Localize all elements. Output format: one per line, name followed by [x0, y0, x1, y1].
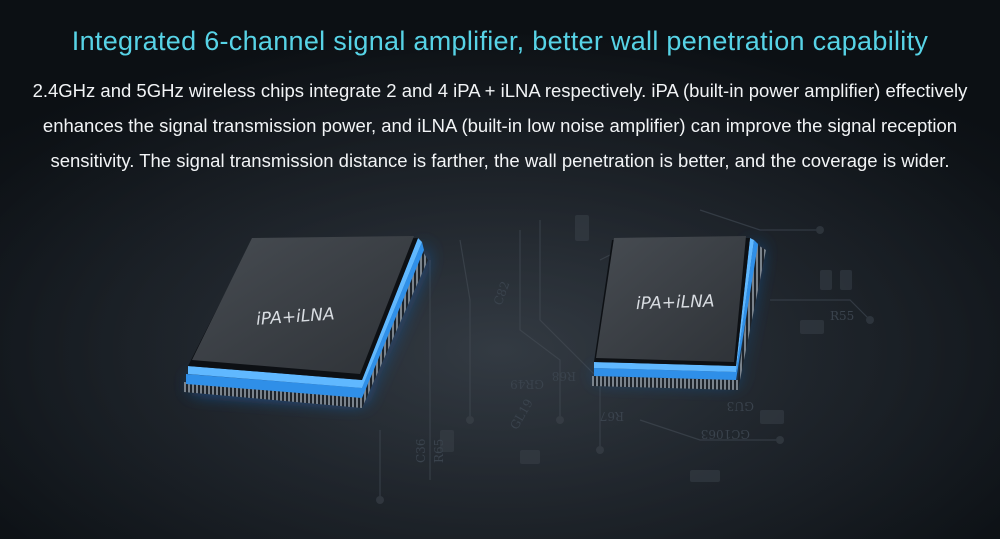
- silk-gr49: GR49: [510, 377, 544, 391]
- description: 2.4GHz and 5GHz wireless chips integrate…: [32, 80, 968, 171]
- silk-gu3: GU3: [727, 399, 754, 413]
- headline: Integrated 6-channel signal amplifier, b…: [71, 26, 929, 56]
- silk-r55: R55: [830, 309, 854, 323]
- chip-right: iPA+iLNA: [592, 236, 766, 390]
- silk-r67: R67: [600, 409, 624, 423]
- silk-r65: R65: [432, 439, 446, 463]
- silk-r68: R68: [552, 369, 576, 383]
- chip-left: iPA+iLNA: [184, 236, 428, 408]
- silk-c36: C36: [414, 439, 428, 463]
- chip-right-label: iPA+iLNA: [636, 291, 715, 314]
- silk-gc1063: GC1063: [701, 427, 750, 441]
